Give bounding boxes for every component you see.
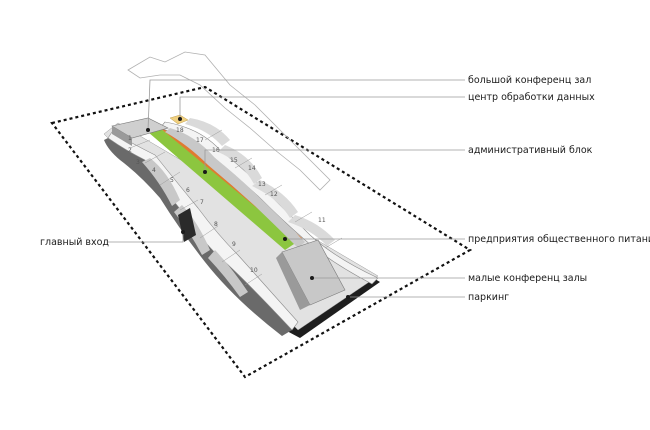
unit-number-10: 10 <box>250 267 258 274</box>
label-main-entrance: главный вход <box>40 237 109 248</box>
green-strip <box>148 128 300 250</box>
right-wing <box>159 118 379 285</box>
label-data-center: центр обработки данных <box>468 92 595 103</box>
unit-number-4: 4 <box>152 167 156 174</box>
unit-number-7: 7 <box>200 199 204 206</box>
label-parking: паркинг <box>468 292 509 303</box>
site-boundary <box>50 85 473 379</box>
unit-number-5: 5 <box>170 177 174 184</box>
unit-number-15: 15 <box>230 157 238 164</box>
unit-number-12: 12 <box>270 191 278 198</box>
unit-number-18: 18 <box>176 127 184 134</box>
label-admin-block: административный блок <box>468 145 593 156</box>
unit-number-1: 1 <box>128 135 132 142</box>
context-outline <box>127 51 331 191</box>
small-halls-block-face <box>276 252 310 310</box>
unit-number-13: 13 <box>258 181 266 188</box>
conference-hall-box-side <box>112 126 132 146</box>
leader-lines <box>108 79 465 299</box>
unit-number-14: 14 <box>248 165 256 172</box>
unit-number-16: 16 <box>212 147 220 154</box>
unit-number-6: 6 <box>186 187 190 194</box>
unit-number-2: 2 <box>128 147 132 154</box>
unit-number-3: 3 <box>136 159 140 166</box>
unit-number-17: 17 <box>196 137 204 144</box>
label-small-conference-halls: малые конференц залы <box>468 273 587 284</box>
conference-hall-box <box>111 117 169 139</box>
unit-number-8: 8 <box>214 221 218 228</box>
label-large-conference-hall: большой конференц зал <box>468 75 591 86</box>
label-catering: предприятия общественного питания <box>468 234 650 245</box>
unit-number-11: 11 <box>318 217 326 224</box>
unit-number-9: 9 <box>232 241 236 248</box>
unit-numbers: 1 2 3 4 5 6 7 8 9 10 11 12 13 14 15 16 1… <box>128 127 326 274</box>
